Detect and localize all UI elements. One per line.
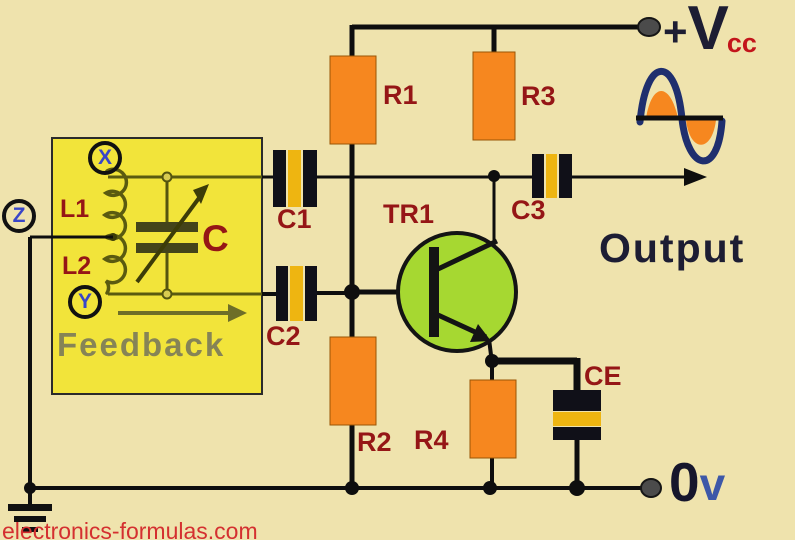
sine-wave-icon: [636, 68, 726, 165]
vcc-terminal: [637, 17, 661, 37]
zero-digit: 0: [669, 451, 700, 513]
label-r2: R2: [357, 427, 392, 457]
tank-circuit-box: [51, 137, 263, 395]
capacitor-c1: [273, 150, 317, 207]
zero-volt-terminal: [640, 478, 662, 498]
capacitor-c3: [532, 154, 572, 198]
label-tr1: TR1: [383, 199, 435, 229]
capacitor-ce: [553, 390, 601, 440]
terminal-x-label: X: [97, 146, 112, 169]
terminal-y-label: Y: [77, 290, 92, 313]
tuning-arrow-icon: [135, 184, 209, 284]
inductor-coil: [101, 167, 129, 295]
resistor-r4: [469, 379, 517, 459]
variable-capacitor: [135, 171, 209, 300]
label-r1: R1: [383, 80, 418, 110]
emitter-arrow-icon: [470, 324, 491, 342]
label-c3: C3: [511, 195, 546, 225]
ground-icon: [8, 504, 52, 532]
label-r3: R3: [521, 81, 556, 111]
terminal-z-label: Z: [12, 204, 26, 227]
label-l2: L2: [62, 252, 92, 280]
capacitor-c2: [276, 266, 317, 321]
resistor-r2: [329, 336, 377, 426]
label-variable-c: C: [202, 218, 229, 259]
label-c1: C1: [277, 204, 312, 234]
volt-letter: v: [699, 458, 726, 510]
site-watermark: electronics-formulas.com: [2, 518, 258, 540]
vcc-v: V: [687, 0, 729, 63]
tank-terminal-y: Y: [68, 285, 102, 319]
tank-terminal-z: Z: [2, 199, 36, 233]
resistor-r3: [472, 51, 516, 141]
junction-dots: [24, 170, 585, 496]
resistor-r1: [329, 55, 377, 145]
label-l1: L1: [60, 195, 90, 223]
label-feedback: Feedback: [57, 326, 226, 363]
feedback-arrow-icon: [118, 304, 247, 322]
transistor-tr1: [396, 231, 518, 353]
label-output: Output: [599, 225, 746, 271]
vcc-subscript: cc: [726, 28, 757, 58]
resistors: [329, 51, 517, 459]
label-ce: CE: [584, 361, 622, 391]
tank-terminal-x: X: [88, 141, 122, 175]
label-r4: R4: [414, 425, 449, 455]
label-c2: C2: [266, 321, 301, 351]
vcc-plus: +: [663, 8, 688, 55]
output-arrow-icon: [684, 168, 707, 186]
